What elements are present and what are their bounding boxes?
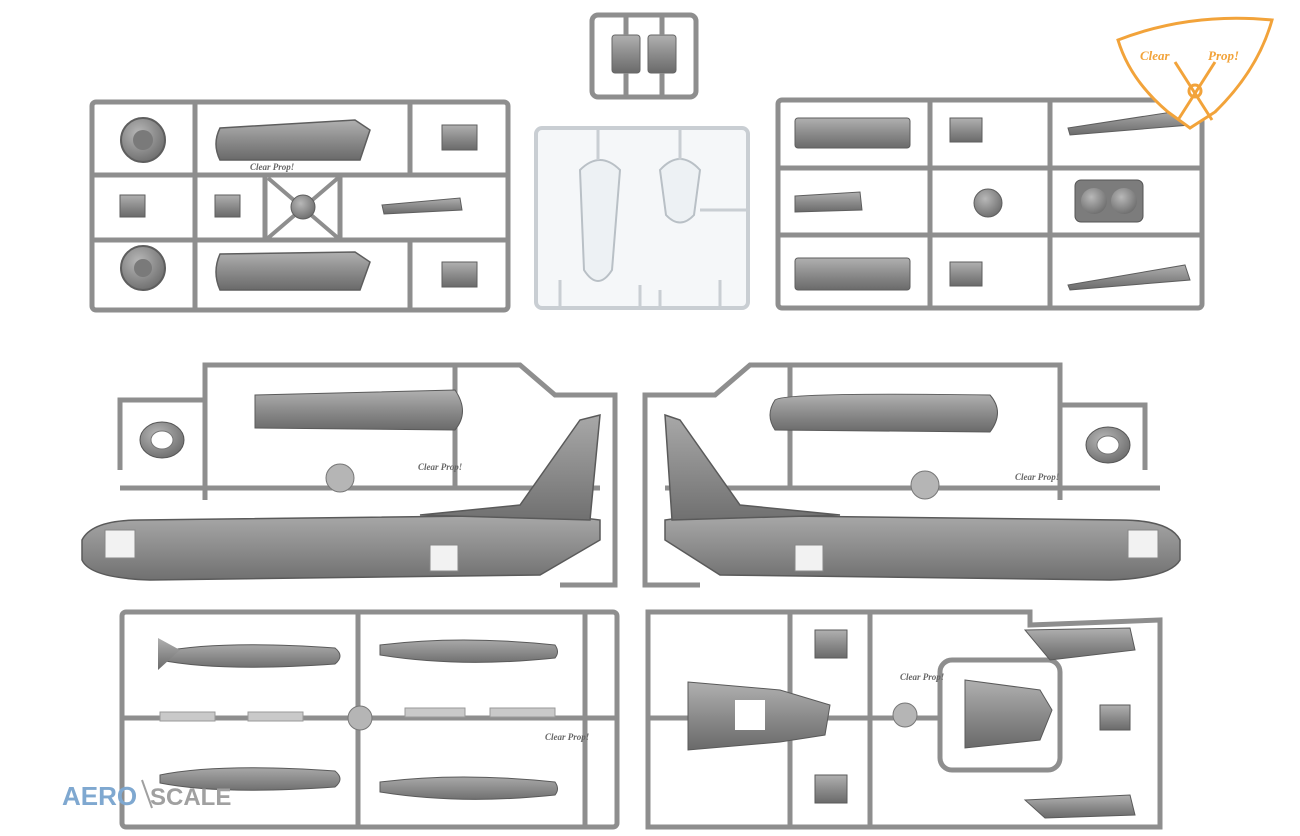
sprue-bottom-left: Clear Prop! [119,609,620,830]
clear-prop-logo: Clear Prop! [1116,16,1274,130]
watermark-scale: SCALE [150,784,231,811]
sprue-fuselage-right: Clear Prop! [642,362,1181,588]
sprue-fuselage-left: Clear Prop! [81,362,618,588]
sprue-clear-canopy [534,126,750,310]
sprue-marking: Clear Prop! [1015,472,1059,482]
aeroscale-watermark: AERO SCALE [62,779,231,811]
sprue-marking: Clear Prop! [900,672,944,682]
sprue-marking: Clear Prop! [250,162,294,172]
sprue-top-left: Clear Prop! [89,99,511,313]
sprue-small-top [589,12,699,100]
sprue-bottom-right: Clear Prop! [645,609,1163,830]
logo-word-prop: Prop! [1208,48,1239,63]
watermark-divider [141,779,153,809]
sprue-marking: Clear Prop! [545,732,589,742]
logo-word-clear: Clear [1140,48,1171,63]
watermark-aero: AERO [62,781,137,811]
sprue-top-right [775,97,1205,311]
sprue-marking: Clear Prop! [418,462,462,472]
